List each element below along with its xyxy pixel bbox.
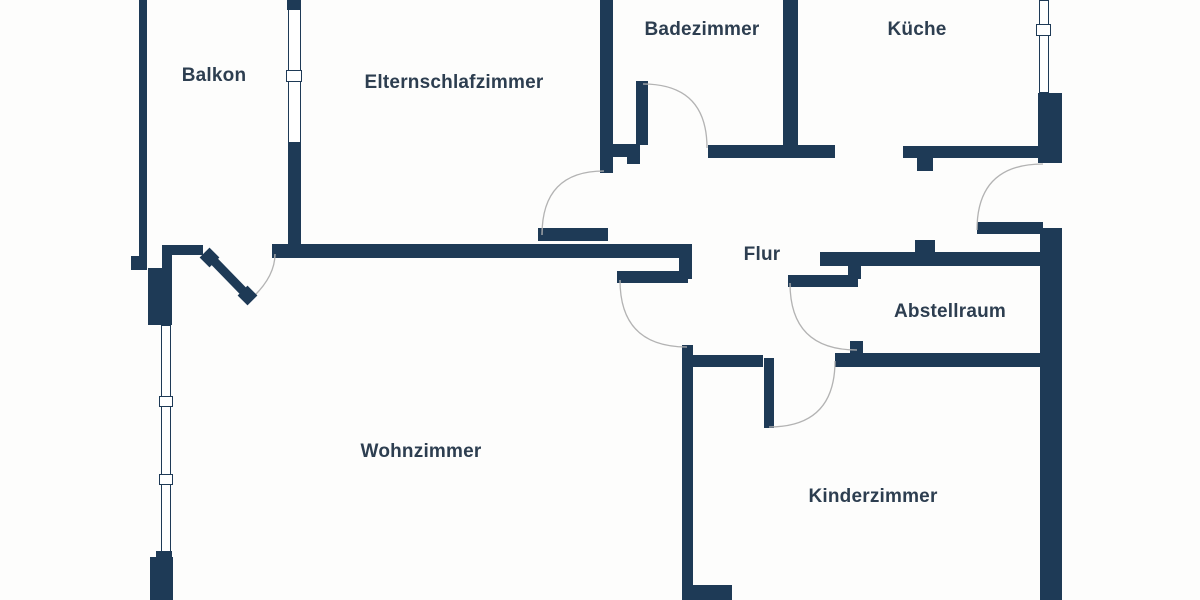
kueche-window [1039,0,1049,93]
wall-balkon-left-foot [131,256,147,270]
wall-kinder-top-left [687,355,763,367]
room-label-kueche: Küche [887,19,947,40]
room-label-elternschlafzimmer: Elternschlafzimmer [364,72,544,93]
wall-wohnzimmer-left-lower-block [150,557,173,600]
wall-kueche-bottom [903,146,1039,158]
wall-abstell-bottom [835,353,1040,367]
wall-flur-main [272,244,690,258]
wall-kinder-left [682,345,693,588]
wohnzimmer-window-sash-2 [159,474,173,485]
wall-abstell-top-tab [915,240,935,252]
abstell-door-leaf [788,275,858,287]
wohnzimmer-window-sash-1 [159,396,173,407]
wall-bade-kueche [783,0,798,158]
room-label-kinderzimmer: Kinderzimmer [808,486,938,507]
wohnzimmer-door-arc [619,279,688,348]
wall-flur-main-endcap [679,244,692,279]
wall-wohnzimmer-left-upper-block [148,268,172,325]
wall-kinder-bottom-bar [682,585,732,600]
wall-stub-horizontal [162,245,203,255]
room-label-badezimmer: Badezimmer [644,19,760,40]
wohnzimmer-door-leaf [617,271,688,283]
wall-bade-bottom-left [600,144,640,157]
wall-right-exterior [1040,228,1062,600]
wall-eltern-right [600,0,613,173]
entrance-door-arc [976,163,1044,231]
balkon-door-leaf [199,247,258,306]
wall-bade-bottom-left-step [627,157,640,164]
wall-abstell-top [820,252,1040,266]
kueche-window-sash [1036,24,1051,36]
wall-below-balkon-window [288,143,301,247]
room-label-wohnzimmer: Wohnzimmer [360,441,482,462]
kinder-door-leaf [764,358,774,428]
balkon-window-top-cap [287,0,301,10]
balkon-window-sash [286,70,302,82]
wall-stub-vertical [162,245,172,270]
wall-kueche-bottom-tab [917,158,933,171]
room-label-balkon: Balkon [181,65,247,86]
wall-bade-bottom-right [708,145,835,158]
kinder-door-arc [768,360,836,428]
wall-right-upper-block [1038,93,1062,163]
abstell-door-arc [789,282,858,351]
room-label-abstellraum: Abstellraum [893,301,1007,322]
eltern-door-leaf [538,228,608,241]
bade-door-leaf [636,81,648,145]
wohnzimmer-window-bottom-cap [156,551,172,559]
room-label-flur: Flur [743,244,781,265]
entrance-door-leaf [977,222,1043,234]
bade-door-arc [642,83,708,149]
balkon-door-arc [250,253,276,300]
wall-balkon-left [139,0,147,258]
eltern-door-arc [541,170,605,236]
